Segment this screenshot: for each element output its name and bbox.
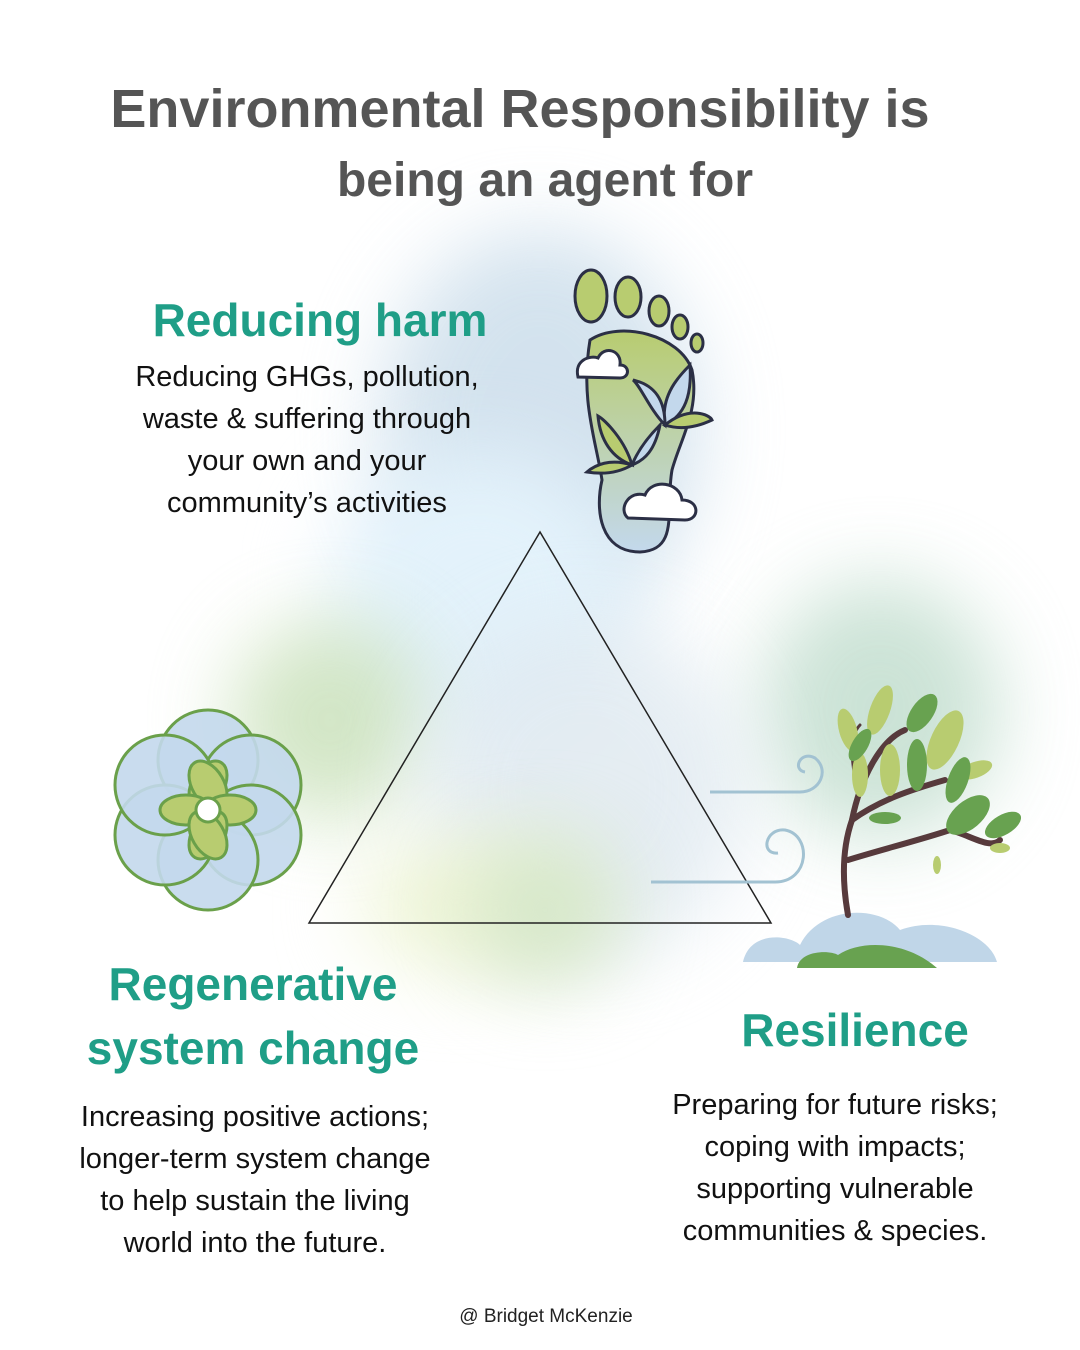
heading-line: system change: [86, 1022, 420, 1074]
heading-regenerative: Regenerative system change: [28, 952, 478, 1080]
tree-icon: [743, 685, 1022, 968]
section-regenerative: Regenerative system change Increasing po…: [28, 952, 478, 1264]
text-line: community’s activities: [167, 487, 447, 519]
reducing-harm-text: Reducing GHGs, pollution, waste & suffer…: [74, 356, 540, 524]
bg-glow-green-bottom: [470, 840, 620, 980]
section-resilience: Resilience Preparing for future risks; c…: [620, 1002, 1050, 1252]
triangle: [307, 530, 773, 924]
text-line: Increasing positive actions;: [80, 1101, 430, 1133]
text-line: Reducing GHGs, pollution,: [135, 361, 479, 393]
text-line: coping with impacts;: [704, 1131, 966, 1163]
text-line: supporting vulnerable: [696, 1173, 974, 1205]
flower-of-life-icon: [113, 708, 303, 912]
wind-icon: [651, 754, 824, 884]
heading-line: Regenerative: [108, 958, 398, 1010]
resilience-text: Preparing for future risks; coping with …: [620, 1084, 1050, 1252]
heading-resilience: Resilience: [741, 1004, 969, 1056]
footprint-icon: [573, 268, 714, 554]
text-line: your own and your: [187, 445, 427, 477]
text-line: waste & suffering through: [142, 403, 472, 435]
text-line: world into the future.: [123, 1227, 387, 1259]
text-line: to help sustain the living: [100, 1185, 410, 1217]
section-reducing-harm: Reducing harm Reducing GHGs, pollution, …: [100, 292, 540, 524]
regenerative-text: Increasing positive actions; longer-term…: [32, 1096, 478, 1264]
title-line-2: being an agent for: [336, 154, 753, 207]
text-line: Preparing for future risks;: [672, 1089, 998, 1121]
title-line-1: Environmental Responsibility is: [110, 79, 930, 139]
heading-reducing-harm: Reducing harm: [152, 294, 488, 346]
credit: @ Bridget McKenzie: [459, 1306, 633, 1327]
text-line: communities & species.: [682, 1215, 988, 1247]
text-line: longer-term system change: [79, 1143, 431, 1175]
